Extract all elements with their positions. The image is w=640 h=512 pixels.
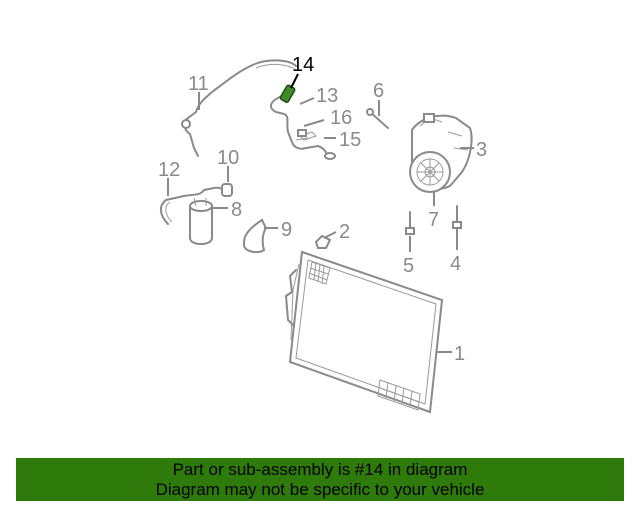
callout-10: 10 <box>217 147 239 169</box>
callout-labels: 1 2 3 4 5 6 7 8 9 10 11 12 13 14 15 16 <box>158 54 487 365</box>
part-2-clip <box>314 234 332 249</box>
banner-line-1: Part or sub-assembly is #14 in diagram <box>172 460 468 479</box>
callout-2: 2 <box>339 221 350 243</box>
callout-8: 8 <box>231 199 242 221</box>
part-1-condenser <box>285 250 444 414</box>
leader-lines <box>167 73 474 353</box>
part-3-compressor <box>409 113 473 193</box>
part-14-fitting <box>279 84 296 103</box>
callout-7: 7 <box>428 209 439 231</box>
info-banner: Part or sub-assembly is #14 in diagram D… <box>16 458 624 501</box>
part-5-bolt <box>405 211 415 235</box>
part-8-drier <box>189 197 213 245</box>
part-11-hose <box>181 59 297 157</box>
callout-4: 4 <box>450 253 461 275</box>
callout-16: 16 <box>330 107 352 129</box>
callout-5: 5 <box>403 255 414 277</box>
callout-6: 6 <box>373 80 384 102</box>
part-6-bolt <box>366 108 389 129</box>
callout-9: 9 <box>281 219 292 241</box>
banner-line-2: Diagram may not be specific to your vehi… <box>155 480 485 499</box>
callout-12: 12 <box>158 159 180 181</box>
part-9-bracket <box>243 218 268 254</box>
part-4-bolt <box>452 205 462 229</box>
callout-13: 13 <box>316 85 338 107</box>
callout-1: 1 <box>454 343 465 365</box>
part-10-fitting <box>221 183 233 197</box>
callout-3: 3 <box>476 139 487 161</box>
callout-14: 14 <box>292 54 314 76</box>
leader-14 <box>290 73 299 89</box>
callout-15: 15 <box>339 129 361 151</box>
callout-11: 11 <box>188 73 209 95</box>
part-15-16-clip <box>295 129 309 141</box>
